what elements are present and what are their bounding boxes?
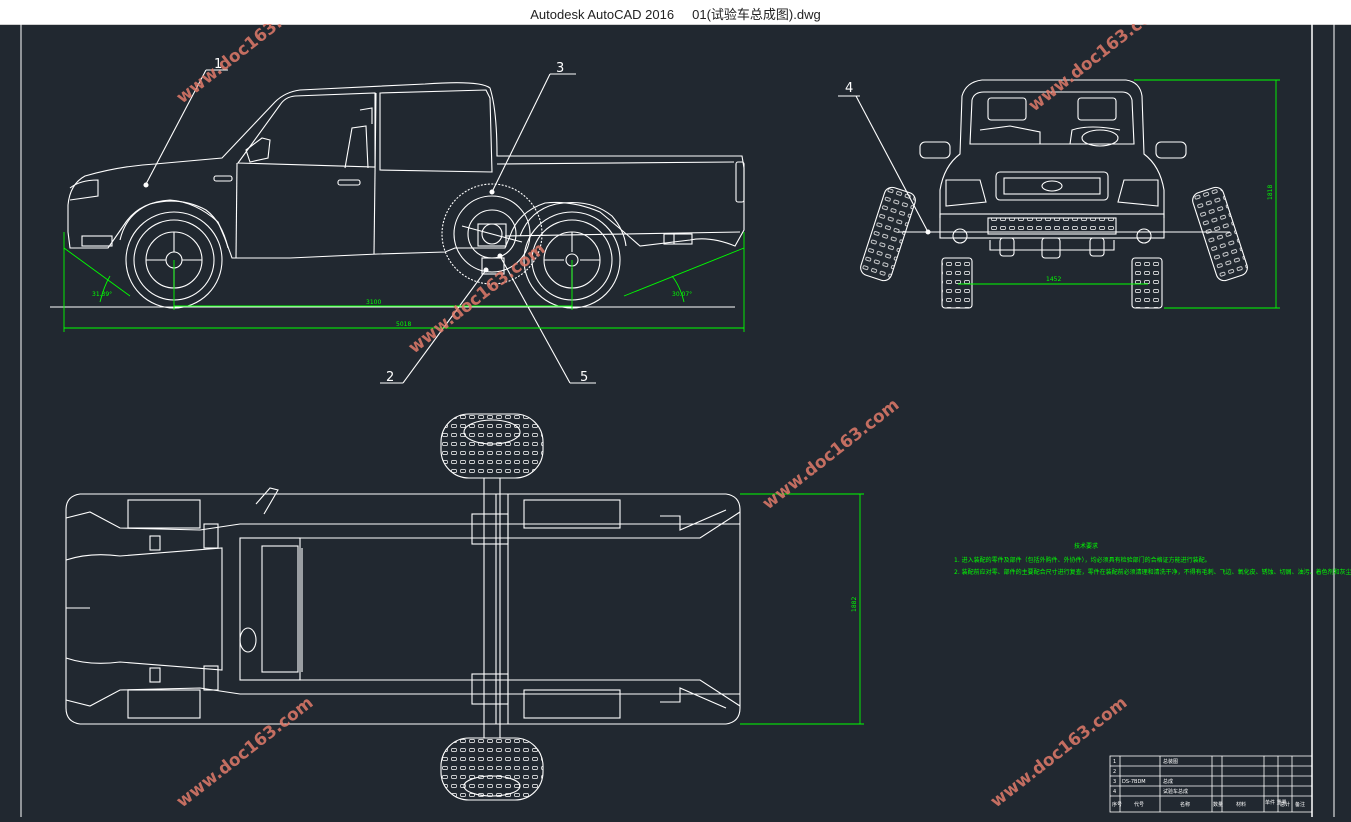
title-block	[1109, 755, 1313, 813]
watermark-2: www.doc163.com	[1025, 24, 1170, 116]
front-dimension-text: 1452 1818	[1046, 185, 1274, 283]
watermark-4: www.doc163.com	[759, 395, 904, 514]
tech-notes-heading: 技术要求	[1074, 542, 1098, 550]
svg-text:1: 1	[1113, 759, 1116, 765]
front-body-outline	[939, 79, 1165, 218]
balloon-5: 5	[580, 370, 588, 385]
svg-text:4: 4	[1113, 789, 1116, 795]
top-dimension-text: 1882	[851, 597, 858, 612]
svg-text:备注: 备注	[1295, 801, 1305, 808]
leader-5	[497, 253, 596, 384]
watermark-5: www.doc163.com	[173, 693, 318, 812]
svg-text:总成: 总成	[1163, 778, 1173, 785]
top-body-outline	[65, 493, 741, 725]
top-view	[65, 413, 741, 801]
svg-text:序号: 序号	[1112, 801, 1122, 808]
svg-text:试验车总成: 试验车总成	[1163, 788, 1188, 795]
top-dimensions	[740, 493, 864, 725]
rear-angle-text: 30.07°	[672, 291, 692, 298]
svg-text:DS-7BDM: DS-7BDM	[1122, 779, 1146, 785]
balloon-2: 2	[386, 370, 394, 385]
wheelbase-text: 3100	[366, 299, 381, 306]
leader-1	[143, 69, 228, 188]
tech-notes-line1: 1. 进入装配的零件及部件（包括外购件、外协件），均必须具有检验部门的合格证方能…	[954, 556, 1211, 564]
svg-text:代号: 代号	[1134, 801, 1144, 808]
front-view	[838, 79, 1248, 309]
drawing-frame	[20, 24, 1335, 817]
watermark-3: www.doc163.com	[405, 239, 550, 358]
svg-text:总计: 总计	[1280, 801, 1290, 808]
balloon-1: 1	[214, 57, 222, 72]
top-wheel-upper	[440, 413, 544, 479]
svg-text:2: 2	[1113, 769, 1116, 775]
technical-notes: 技术要求 1. 进入装配的零件及部件（包括外购件、外协件），均必须具有检验部门的…	[954, 542, 1351, 576]
leader-3	[489, 73, 576, 195]
watermark-1: www.doc163.com	[173, 24, 318, 108]
top-wheel-lower	[440, 737, 544, 801]
height-text: 1818	[1267, 185, 1274, 200]
balloon-3: 3	[556, 61, 564, 76]
svg-text:材料: 材料	[1236, 801, 1246, 808]
track-text: 1452	[1046, 276, 1061, 283]
side-dimensions	[63, 232, 745, 332]
test-wheel	[441, 183, 543, 285]
balloon-numbers: 1 2 3 4 5	[214, 57, 853, 385]
svg-text:总装图: 总装图	[1163, 758, 1178, 765]
title-block-text: 1 2 3 4 总装图 DS-7BDM 总成 试验车总成 序号 代号 名称 数量…	[1112, 758, 1305, 808]
svg-text:3: 3	[1113, 779, 1116, 785]
side-dimension-text: 31.39° 30.07° 3100 5018	[92, 291, 692, 328]
leader-2	[380, 267, 489, 384]
front-angle-text: 31.39°	[92, 291, 112, 298]
window-title: Autodesk AutoCAD 2016 01(试验车总成图).dwg	[530, 7, 821, 22]
tech-notes-line2: 2. 装配前应对零、部件的主要配合尺寸进行复查，零件在装配前必须清理和清洗干净，…	[954, 568, 1351, 576]
side-view	[50, 69, 745, 384]
svg-text:数量: 数量	[1213, 801, 1223, 808]
window-titlebar: Autodesk AutoCAD 2016 01(试验车总成图).dwg	[0, 0, 1351, 25]
svg-text:单件 重量: 单件 重量	[1265, 799, 1287, 806]
width-text: 1882	[851, 597, 858, 612]
overall-length-text: 5018	[396, 321, 411, 328]
front-dimensions	[958, 79, 1280, 309]
balloon-4: 4	[845, 81, 853, 96]
svg-text:名称: 名称	[1180, 801, 1190, 808]
